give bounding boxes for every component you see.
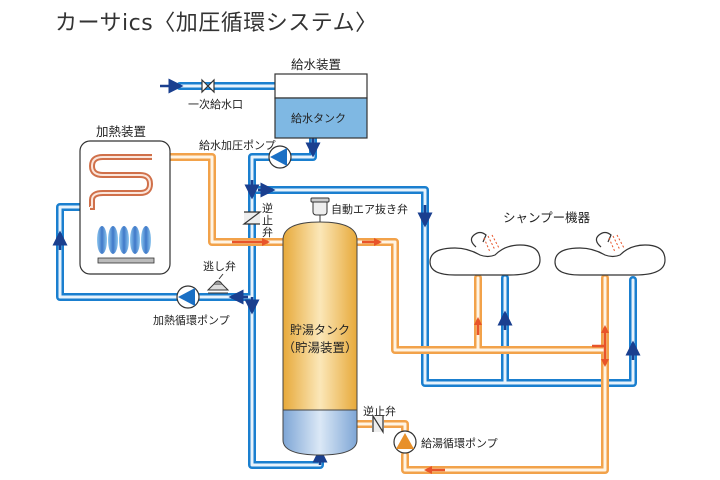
gate-valve-icon (201, 78, 215, 94)
storage-tank-label-1: 貯湯タンク (289, 323, 350, 337)
check-valve-label: 逆 止 弁 (262, 203, 273, 239)
relief-valve-label: 逃し弁 (203, 260, 236, 273)
shampoo-units-label: シャンプー機器 (503, 210, 591, 225)
heater-label: 加熱装置 (96, 124, 147, 139)
check-valve-icon (242, 211, 262, 225)
burner-flames (97, 226, 151, 254)
check-valve-char-2: 止 (262, 214, 273, 227)
primary-inlet-label: 一次給水口 (188, 98, 243, 111)
relief-valve-icon (206, 273, 230, 294)
heater-unit (79, 140, 171, 275)
water-supply-tank-label: 給水タンク (291, 112, 346, 125)
check-valve-char-3: 弁 (262, 226, 273, 239)
water-supply-tank (274, 73, 368, 139)
heating-circulation-pump-label: 加熱循環ポンプ (153, 314, 230, 327)
diagram-title: カーサics〈加圧循環システム〉 (55, 11, 378, 36)
storage-tank-label-2: （貯湯装置） (282, 340, 358, 355)
hot-check-valve-label: 逆止弁 (363, 405, 396, 418)
check-valve-char-1: 逆 (262, 202, 273, 215)
flow-arrows (52, 78, 641, 474)
supply-booster-pump-label: 給水加圧ポンプ (199, 139, 276, 152)
water-supply-unit-label: 給水装置 (291, 57, 342, 72)
shampoo-unit-1 (429, 231, 541, 276)
heating-circulation-pump-icon (176, 285, 200, 309)
auto-air-vent-icon (310, 197, 330, 224)
hot-check-valve-icon (372, 413, 384, 435)
storage-tank (282, 221, 358, 456)
hot-circulation-pump-label: 給湯循環ポンプ (421, 437, 498, 450)
shampoo-unit-2 (554, 231, 666, 276)
hot-circulation-pump-icon (393, 430, 417, 454)
supply-booster-pump-icon (268, 145, 292, 169)
auto-air-vent-label: 自動エア抜き弁 (331, 203, 408, 216)
